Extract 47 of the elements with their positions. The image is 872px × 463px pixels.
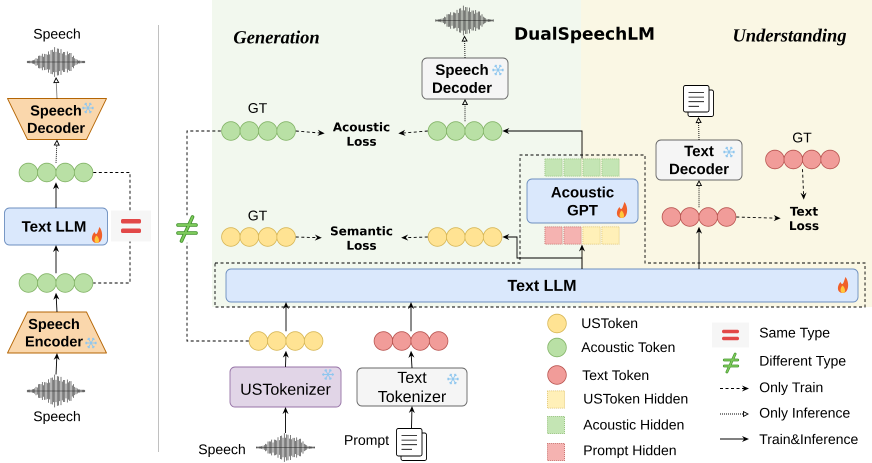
node-label: Speech xyxy=(198,444,245,458)
node-label: GT xyxy=(248,103,267,113)
legend-label: Text Token xyxy=(582,370,648,380)
loss-label: Acoustic Loss xyxy=(332,122,390,146)
hidden-state-row xyxy=(544,158,620,176)
dashed-outline xyxy=(214,154,866,308)
process-box: Acoustic GPT xyxy=(526,178,638,224)
node-label: Speech xyxy=(34,410,80,424)
trapezoid-block: Speech Encoder xyxy=(7,312,107,354)
token-row xyxy=(428,121,502,141)
legend-label: Only Inference xyxy=(760,407,850,421)
token-row xyxy=(662,207,736,227)
legend-label: Only Train xyxy=(760,382,822,396)
legend-label: Acoustic Hidden xyxy=(583,419,684,430)
legend-label: Prompt Hidden xyxy=(584,444,676,458)
panel-heading: Understanding xyxy=(734,28,846,46)
loss-label: Text Loss xyxy=(790,206,819,230)
token-row xyxy=(248,331,324,351)
node-label: Prompt xyxy=(345,435,389,448)
document-icon xyxy=(683,85,714,117)
process-box: Text Decoder xyxy=(656,140,742,180)
process-box: Speech Decoder xyxy=(422,58,508,100)
loss-label: Semantic Loss xyxy=(330,226,392,250)
legend-label: USToken Hidden xyxy=(584,393,688,404)
token-row xyxy=(428,227,502,247)
legend-label: Acoustic Token xyxy=(581,342,674,352)
hidden-state-row xyxy=(544,226,620,244)
panel-heading: Generation xyxy=(234,30,319,44)
process-box: Text LLM xyxy=(4,208,108,246)
process-box: Text Tokenizer xyxy=(356,368,468,406)
legend-label: Same Type xyxy=(760,328,830,340)
title: DualSpeechLM xyxy=(516,26,654,44)
legend-label: Train&Inference xyxy=(760,434,858,444)
process-box: Text LLM xyxy=(226,268,858,302)
trapezoid-block: Speech Decoder xyxy=(7,98,107,140)
waveform xyxy=(435,5,494,36)
node-label: GT xyxy=(248,210,267,220)
connector-line xyxy=(92,172,130,284)
token-row xyxy=(18,273,94,293)
legend-label: USToken xyxy=(582,318,638,328)
token-row xyxy=(18,162,94,182)
connector-line xyxy=(186,130,250,342)
node-label: Speech xyxy=(34,28,80,42)
token-row xyxy=(374,331,448,351)
node-label: GT xyxy=(793,132,812,142)
legend-label: Different Type xyxy=(760,355,846,369)
process-box: USTokenizer xyxy=(230,366,342,408)
